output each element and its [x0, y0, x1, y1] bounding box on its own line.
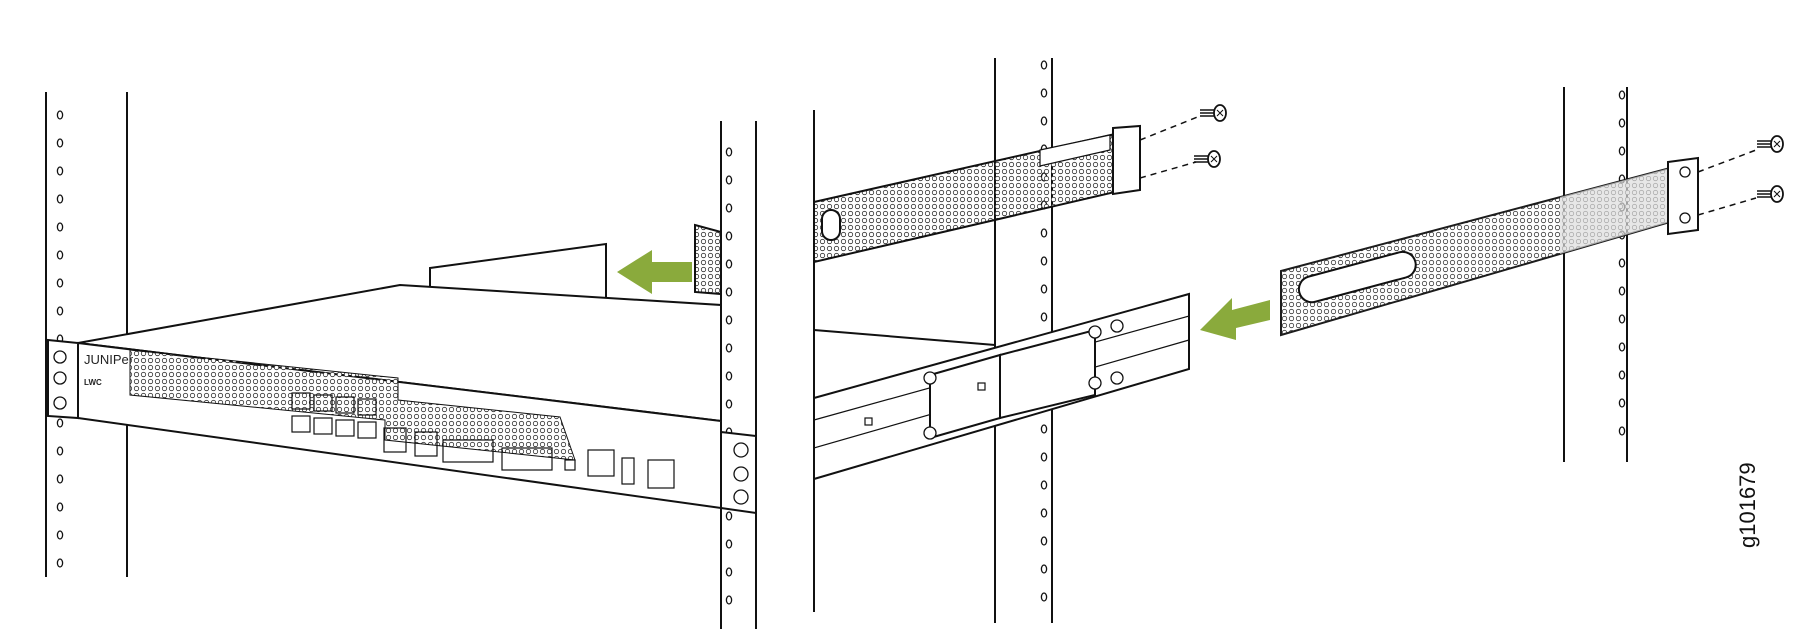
rack-hole	[1618, 314, 1626, 324]
rack-hole	[1040, 424, 1048, 434]
rack-hole	[1040, 88, 1048, 98]
rack-hole	[725, 371, 733, 381]
rack-hole	[56, 166, 64, 176]
screw-icon	[1756, 135, 1784, 153]
loose-front-bracket	[1280, 156, 1699, 337]
rack-hole	[56, 446, 64, 456]
far-rack-post	[1563, 87, 1628, 462]
port	[291, 415, 311, 433]
rack-hole	[1618, 146, 1626, 156]
rack-hole	[725, 399, 733, 409]
rack-hole	[1040, 284, 1048, 294]
port	[587, 449, 615, 477]
rack-hole	[56, 194, 64, 204]
rack-hole	[1618, 90, 1626, 100]
rack-hole	[1618, 398, 1626, 408]
device-chassis: JUNIPer LWC	[47, 283, 757, 515]
rack-hole	[56, 138, 64, 148]
rack-hole	[56, 530, 64, 540]
rack-hole	[1618, 370, 1626, 380]
rack-hole	[1040, 452, 1048, 462]
port	[357, 398, 377, 416]
insert-arrow-left	[617, 250, 692, 294]
juniper-logo: JUNIPer	[84, 352, 134, 367]
left-rack-post	[45, 92, 128, 577]
rack-hole	[725, 147, 733, 157]
rack-hole	[725, 259, 733, 269]
rack-hole	[1618, 426, 1626, 436]
rack-hole	[1040, 480, 1048, 490]
figure-id-label: g101679	[1735, 462, 1760, 548]
rack-hole	[56, 110, 64, 120]
port	[291, 392, 311, 410]
rack-hole	[56, 222, 64, 232]
port	[335, 396, 355, 414]
port	[647, 459, 675, 489]
upper-front-bracket	[813, 124, 1141, 264]
rack-hole	[1618, 342, 1626, 352]
rack-hole	[56, 558, 64, 568]
insert-arrow-right	[1200, 298, 1270, 340]
rack-hole	[725, 287, 733, 297]
rack-hole	[725, 595, 733, 605]
screw-icon	[1756, 185, 1784, 203]
rack-hole	[725, 343, 733, 353]
port	[313, 394, 333, 412]
rack-hole	[725, 315, 733, 325]
port	[335, 419, 355, 437]
rack-hole	[725, 539, 733, 549]
screw-icon	[1193, 150, 1221, 168]
rack-hole	[56, 502, 64, 512]
rack-hole	[1040, 592, 1048, 602]
model-label: LWC	[84, 378, 102, 387]
right-rack-post	[720, 121, 757, 629]
rack-hole	[56, 250, 64, 260]
rack-hole	[56, 474, 64, 484]
rack-hole	[725, 203, 733, 213]
rack-hole	[1040, 312, 1048, 322]
rack-hole	[725, 231, 733, 241]
chassis-side-rail	[813, 292, 1190, 481]
rack-hole	[1618, 118, 1626, 128]
rack-hole	[1040, 564, 1048, 574]
rack-hole	[1618, 258, 1626, 268]
rack-hole	[1040, 116, 1048, 126]
port	[357, 421, 377, 439]
rack-hole	[725, 567, 733, 577]
rack-hole	[1040, 536, 1048, 546]
rack-hole	[1040, 256, 1048, 266]
rack-hole	[725, 175, 733, 185]
rack-hole	[56, 418, 64, 428]
port	[564, 459, 576, 471]
rack-hole	[56, 306, 64, 316]
rack-hole	[1040, 60, 1048, 70]
port	[313, 417, 333, 435]
port	[501, 447, 553, 471]
rack-hole	[1040, 508, 1048, 518]
port	[414, 431, 438, 457]
port	[442, 439, 494, 463]
rack-hole	[56, 278, 64, 288]
rack-hole	[1040, 228, 1048, 238]
port	[383, 427, 407, 453]
rack-hole	[1618, 286, 1626, 296]
rack-hole	[725, 511, 733, 521]
port	[621, 457, 635, 485]
screw-icon	[1199, 104, 1227, 122]
